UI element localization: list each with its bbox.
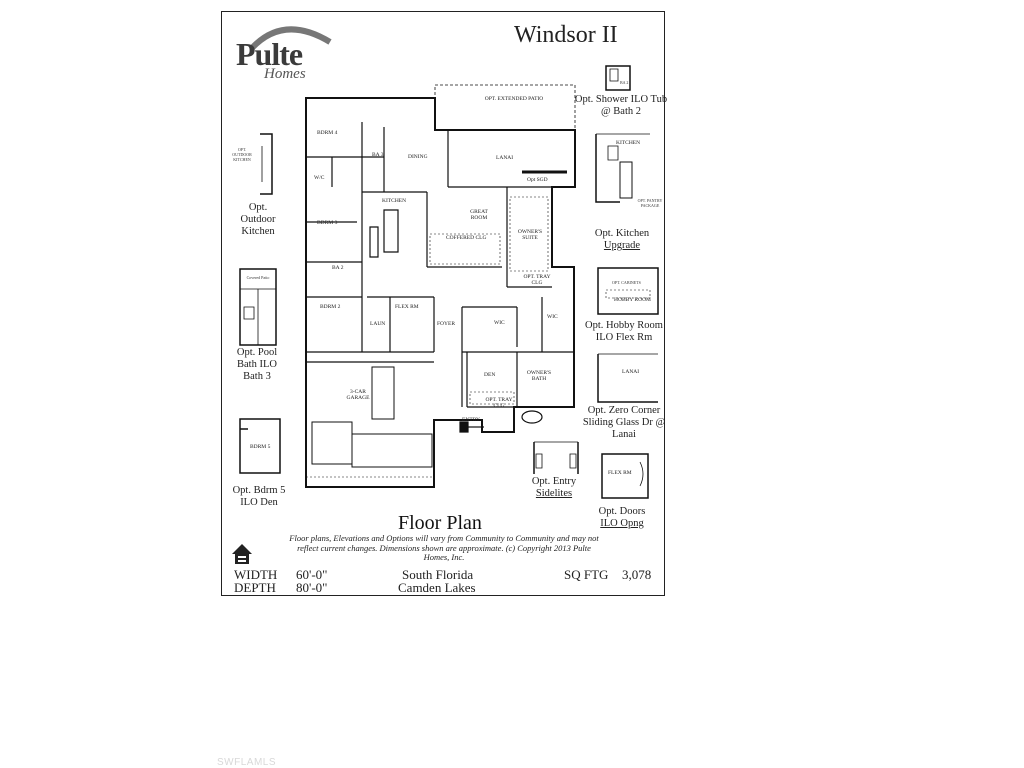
opt-hobby-room-drawing — [596, 266, 662, 318]
caption-kitchen-upgrade: Upgrade — [603, 240, 641, 251]
caption-kitchen: Opt. Kitchen — [594, 228, 650, 239]
mls-watermark: SWFLAMLS — [217, 757, 277, 768]
sqft-value: 3,078 — [622, 567, 652, 582]
logo-wordmark: Pulte — [236, 36, 303, 72]
opt-doors-drawing — [600, 452, 652, 502]
opt-shower-ba2-label: BA 2 — [620, 80, 629, 85]
logo-tagline: Homes — [264, 66, 306, 82]
room-kitchen: KITCHEN — [382, 198, 407, 204]
room-extended-patio: OPT. EXTENDED PATIO — [484, 96, 544, 102]
caption-zero-corner: Opt. Zero Corner Sliding Glass Dr @ Lana… — [582, 405, 666, 440]
room-great-room: GREAT ROOM — [470, 209, 488, 221]
pulte-homes-logo: Pulte Homes — [234, 20, 330, 88]
sqft-label: SQ FTG — [564, 567, 609, 582]
opt-kitchen-room: KITCHEN — [616, 140, 641, 146]
opt-kitchen-drawing — [590, 132, 662, 222]
model-title: Windsor II — [514, 22, 618, 48]
room-ba3: BA 3 — [372, 152, 384, 158]
floor-plan-sheet: Pulte Homes Windsor II — [221, 11, 668, 596]
caption-bdrm5: Opt. Bdrm 5 ILO Den — [232, 485, 286, 508]
opt-shower-drawing — [604, 64, 634, 94]
room-entry: ENTRY — [462, 417, 481, 423]
opt-covered-patio-label: Covered Patio — [246, 275, 270, 280]
opt-outdoor-kitchen-label-small: OPT. OUTDOOR KITCHEN — [232, 147, 252, 162]
room-opt-tray-clg: OPT. TRAY CLG — [523, 274, 551, 286]
opt-pantry-label: OPT. PANTRY PACKAGE — [637, 198, 663, 208]
opt-entry-sidelites-drawing — [530, 440, 582, 480]
opt-zero-corner-lanai: LANAI — [622, 369, 640, 375]
depth-label: DEPTH — [234, 580, 276, 595]
room-den: DEN — [484, 372, 496, 378]
room-bdrm2: BDRM 2 — [320, 304, 341, 310]
room-opt-sgd: Opt SGD — [527, 177, 548, 183]
depth-value: 80'-0" — [296, 580, 328, 595]
caption-pool-bath: Opt. Pool Bath ILO Bath 3 — [236, 347, 278, 382]
disclaimer-text: Floor plans, Elevations and Options will… — [289, 533, 599, 562]
room-coffered-clg: COFFERED CLG — [446, 235, 487, 241]
room-wic-bdrm4: W/C — [314, 175, 325, 181]
floor-plan-title: Floor Plan — [398, 512, 482, 534]
room-bdrm3: BDRM 3 — [317, 220, 338, 226]
logo-arc-icon — [244, 20, 340, 50]
opt-zero-corner-drawing — [596, 352, 662, 404]
room-bdrm4: BDRM 4 — [317, 130, 338, 136]
caption-doors: Opt. Doors — [598, 506, 646, 517]
caption-entry: Opt. Entry — [531, 476, 577, 487]
opt-cabinets-label: OPT. CABINETS — [612, 280, 641, 285]
opt-doors-flex-rm: FLEX RM — [608, 470, 632, 476]
caption-outdoor-kitchen: Opt. Outdoor Kitchen — [240, 202, 276, 237]
room-wic-owners: WIC — [494, 320, 505, 326]
room-ba2: BA 2 — [332, 265, 344, 271]
opt-pool-bath-drawing — [236, 267, 280, 347]
opt-bdrm5-drawing — [236, 417, 282, 477]
room-owners-suite: OWNER'S SUITE — [517, 229, 543, 241]
room-dining: DINING — [408, 154, 428, 160]
room-laun: LAUN — [370, 321, 386, 327]
region-text: South Florida — [402, 567, 474, 582]
main-floor-plan — [222, 12, 666, 512]
room-garage: 3-CAR GARAGE — [346, 389, 370, 401]
caption-doors-ilo: ILO Opng — [600, 518, 644, 529]
room-wic-owners-2: WIC — [547, 314, 558, 320]
width-value: 60'-0" — [296, 567, 328, 582]
opt-hobby-room-room: HOBBY ROOM — [614, 297, 651, 303]
caption-entry-sidelites: Sidelites — [535, 488, 573, 499]
community-text: Camden Lakes — [398, 580, 476, 595]
room-owners-bath: OWNER'S BATH — [526, 370, 552, 382]
opt-outdoor-kitchen-drawing — [230, 132, 280, 202]
width-label: WIDTH — [234, 567, 278, 582]
caption-hobby-room: Opt. Hobby Room ILO Flex Rm — [585, 320, 663, 343]
room-den-opt-tray: OPT. TRAY CLG — [485, 397, 513, 409]
equal-housing-icon — [232, 544, 252, 564]
room-flex-rm: FLEX RM — [395, 304, 419, 310]
opt-bdrm5-room: BDRM 5 — [250, 444, 271, 450]
caption-shower: Opt. Shower ILO Tub @ Bath 2 — [574, 94, 668, 117]
room-lanai: LANAI — [496, 155, 514, 161]
room-foyer: FOYER — [437, 321, 456, 327]
